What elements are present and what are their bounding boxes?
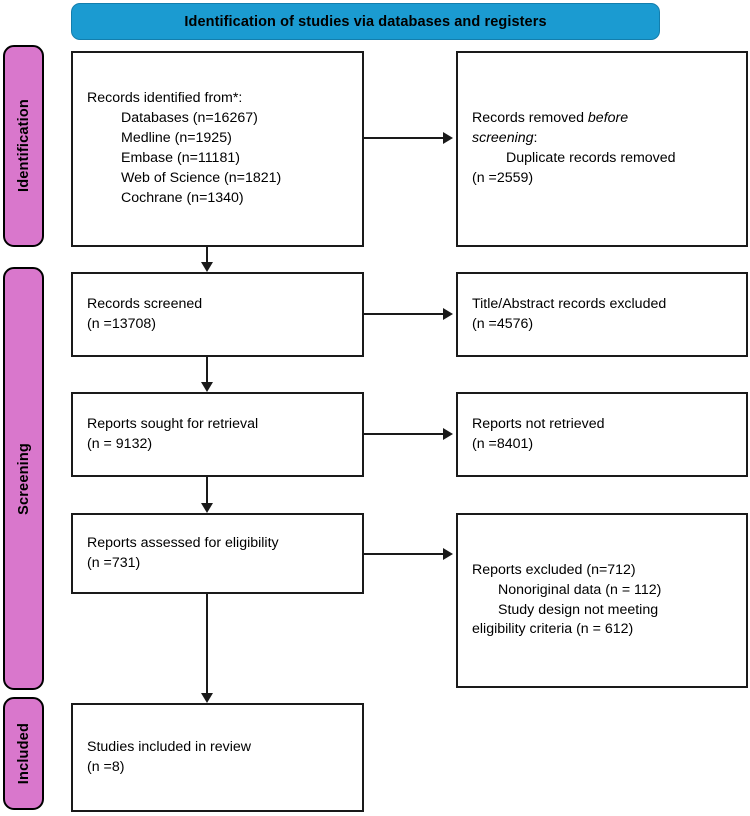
reports-excluded-line4: eligibility criteria (n = 612) [472, 621, 634, 638]
title-abstract-excluded-label: Title/Abstract records excluded [472, 295, 667, 312]
records-removed-line2-post: : [533, 130, 538, 147]
reports-sought-label: Reports sought for retrieval [87, 415, 259, 432]
box-reports-assessed: Reports assessed for eligibility (n =731… [71, 513, 364, 594]
connector-sought-to-assessed [206, 477, 208, 504]
box-records-removed: Records removed before screening: Duplic… [456, 51, 748, 247]
arrow-assessed-to-included [201, 693, 213, 703]
arrow-assessed-to-reports-excluded [443, 548, 453, 560]
connector-screened-to-title-excluded [364, 313, 444, 315]
records-screened-label: Records screened [87, 295, 203, 312]
reports-not-retrieved-count: (n =8401) [472, 435, 534, 452]
stage-rail-included: Included [3, 697, 44, 810]
records-removed-line1-emphasis: before [587, 110, 629, 127]
box-records-screened: Records screened (n =13708) [71, 272, 364, 357]
stage-rail-screening: Screening [3, 267, 44, 690]
connector-identified-to-removed [364, 137, 444, 139]
reports-not-retrieved-label: Reports not retrieved [472, 415, 605, 432]
studies-included-count: (n =8) [87, 758, 125, 775]
reports-sought-count: (n = 9132) [87, 435, 153, 452]
stage-rail-identification: Identification [3, 45, 44, 247]
records-identified-item-medline: Medline (n=1925) [121, 130, 232, 147]
records-screened-count: (n =13708) [87, 315, 157, 332]
box-reports-excluded: Reports excluded (n=712) Nonoriginal dat… [456, 513, 748, 688]
records-removed-line2-emphasis: screening [472, 130, 534, 147]
records-removed-count: (n =2559) [472, 169, 534, 186]
arrow-sought-to-assessed [201, 503, 213, 513]
arrow-identified-to-screened [201, 262, 213, 272]
connector-sought-to-not-retrieved [364, 433, 444, 435]
diagram-banner: Identification of studies via databases … [71, 3, 660, 40]
banner-title: Identification of studies via databases … [184, 13, 547, 30]
connector-screened-to-sought [206, 357, 208, 383]
box-studies-included: Studies included in review (n =8) [71, 703, 364, 812]
title-abstract-excluded-count: (n =4576) [472, 315, 534, 332]
reports-assessed-count: (n =731) [87, 554, 141, 571]
connector-assessed-to-reports-excluded [364, 553, 444, 555]
connector-identified-to-screened [206, 247, 208, 263]
records-identified-heading: Records identified from*: [87, 90, 243, 107]
arrow-screened-to-sought [201, 382, 213, 392]
arrow-screened-to-title-excluded [443, 308, 453, 320]
records-identified-item-cochrane: Cochrane (n=1340) [121, 189, 244, 206]
arrow-sought-to-not-retrieved [443, 428, 453, 440]
reports-excluded-line2: Nonoriginal data (n = 112) [498, 581, 662, 598]
records-removed-item-duplicates: Duplicate records removed [506, 150, 676, 166]
box-records-identified: Records identified from*: Databases (n=1… [71, 51, 364, 247]
reports-excluded-line3: Study design not meeting [498, 601, 659, 618]
box-reports-not-retrieved: Reports not retrieved (n =8401) [456, 392, 748, 477]
reports-assessed-label: Reports assessed for eligibility [87, 534, 279, 551]
records-identified-item-databases: Databases (n=16267) [121, 110, 258, 127]
records-identified-item-embase: Embase (n=11181) [121, 150, 240, 166]
connector-assessed-to-included [206, 594, 208, 694]
box-title-abstract-excluded: Title/Abstract records excluded (n =4576… [456, 272, 748, 357]
arrow-identified-to-removed [443, 132, 453, 144]
stage-rail-screening-label: Screening [15, 442, 32, 515]
box-reports-sought: Reports sought for retrieval (n = 9132) [71, 392, 364, 477]
records-identified-item-web-of-science: Web of Science (n=1821) [121, 169, 282, 186]
reports-excluded-line1: Reports excluded (n=712) [472, 561, 636, 578]
stage-rail-included-label: Included [15, 722, 32, 785]
stage-rail-identification-label: Identification [15, 99, 32, 193]
studies-included-label: Studies included in review [87, 738, 252, 755]
records-removed-line1-pre: Records removed [472, 110, 588, 127]
